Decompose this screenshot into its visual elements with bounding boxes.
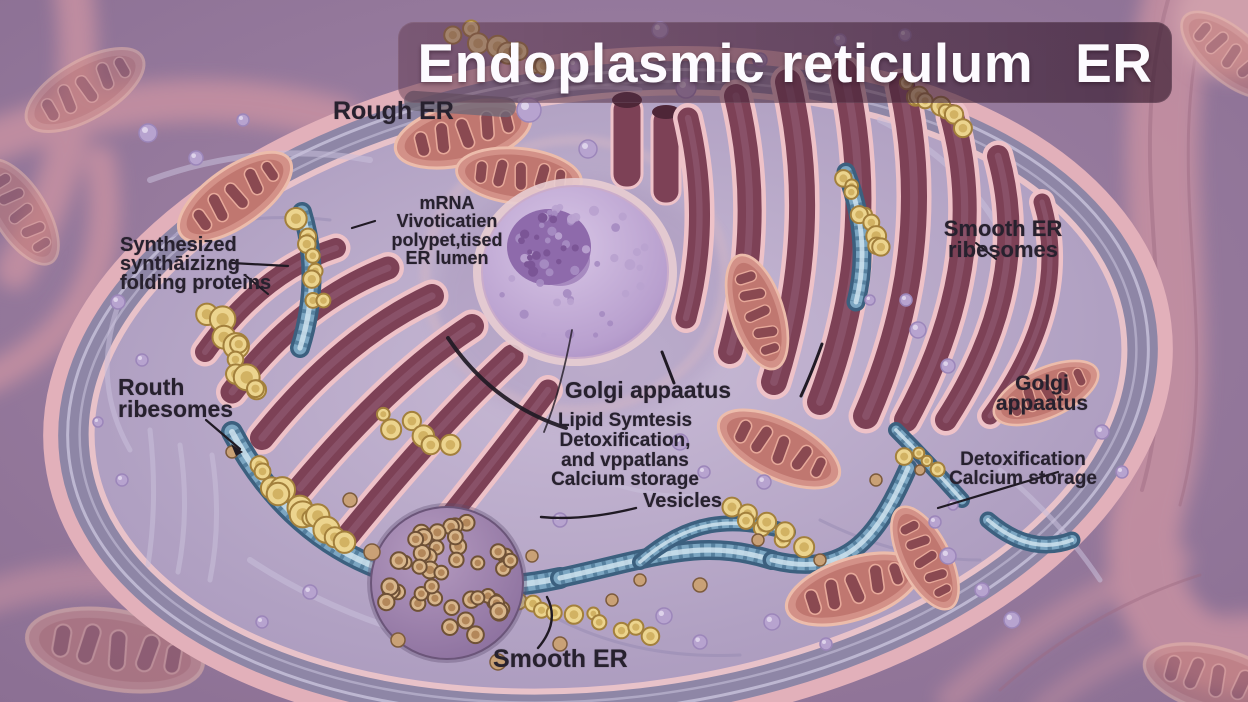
- label-line: Detoxification: [960, 449, 1086, 470]
- page-title-suffix: ER: [1075, 31, 1153, 94]
- label-vesicles: Vesicles: [643, 490, 722, 512]
- coated-vesicle-sphere: [367, 503, 527, 663]
- label-line: folding proteins: [120, 272, 272, 295]
- label-line: Routh: [118, 374, 185, 400]
- label-line: Lipid Symtesis: [557, 410, 693, 431]
- label-synthesized-proteins: Synthesized synthāizizng folding protein…: [120, 234, 272, 295]
- label-line: appaatus: [995, 392, 1089, 416]
- label-line: Golgi: [1015, 372, 1069, 395]
- page-title: Endoplasmic reticulum: [417, 31, 1034, 94]
- leader-lines: [204, 219, 1060, 650]
- label-line: polypet,tised: [391, 229, 503, 250]
- label-er-functions: Lipid Symtesis Detoxification, and vppat…: [551, 411, 699, 490]
- label-line: ER lumen: [405, 248, 489, 269]
- label-routh-ribesomes: Routh ribesomes: [118, 374, 234, 423]
- er-tube-stack: [610, 92, 682, 206]
- label-line: Calcium storage: [949, 468, 1097, 490]
- label-line: Vivoticatien: [396, 211, 498, 232]
- nucleus: [473, 178, 677, 366]
- label-line: Synthesized: [120, 234, 237, 256]
- label-mrna-er-lumen: mRNA Vivoticatien polypet,tised ER lumen: [391, 193, 503, 269]
- label-rough-er: Rough ER: [333, 97, 454, 125]
- label-line: ribesomes: [118, 396, 234, 423]
- label-smooth-er-bottom: Smooth ER: [493, 645, 628, 673]
- label-line: synthāizizng: [120, 253, 241, 276]
- label-line: Smooth ER: [943, 216, 1063, 241]
- label-smooth-er-ribesomes: Smooth ER ribesomes: [943, 216, 1063, 263]
- label-golgi-apparatus-center: Golgi appaatus: [564, 377, 732, 403]
- label-line: Detoxification,: [559, 429, 691, 451]
- label-line: mRNA: [419, 193, 475, 213]
- label-detoxification-right: Detoxification Calcium storage: [949, 450, 1097, 489]
- rough-er-cisternae: [190, 54, 1063, 591]
- label-line: and vppatlans: [561, 449, 689, 471]
- label-line: Calcium storage: [551, 469, 699, 491]
- title-panel: Endoplasmic reticulum ER: [398, 22, 1172, 103]
- label-golgi-apparatus-right: Golgi appaatus: [995, 372, 1089, 416]
- label-line: ribesomes: [947, 237, 1059, 263]
